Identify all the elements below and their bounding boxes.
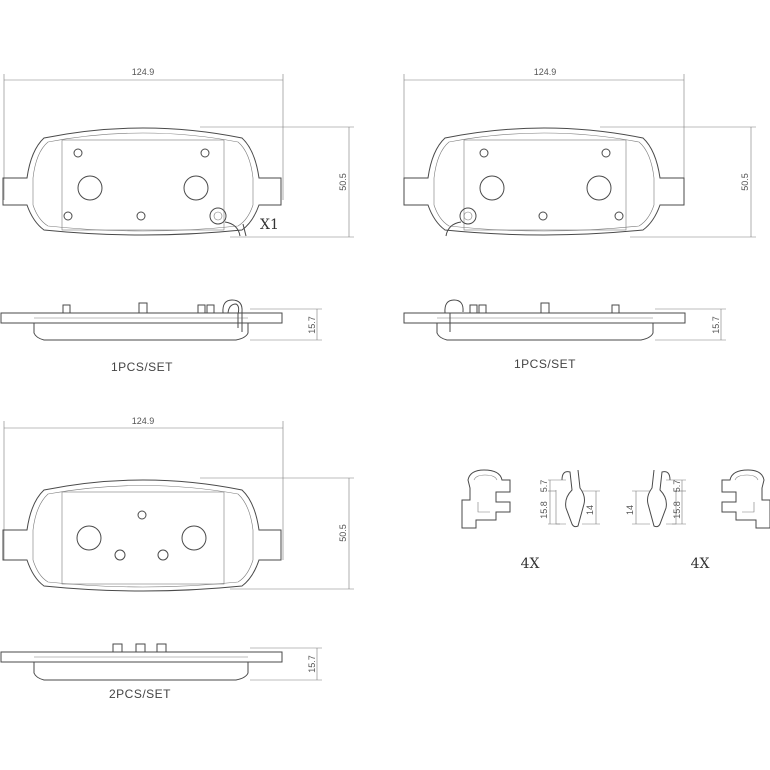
pad-bottom-side-view: 15.7 2PCS/SET [0,643,322,701]
clip-quantity: 4X [521,556,540,572]
width-dimension: 124.9 [132,416,155,426]
anti-rattle-clip-front [721,469,770,529]
anti-rattle-clip-side [647,469,671,528]
pad-top-left-front-view: 124.9 50.5 X1 [2,67,354,238]
quantity-label: 2PCS/SET [109,687,171,701]
height-dimension: 50.5 [338,524,348,542]
pad-top-right-front-view: 124.9 50.5 [403,67,756,238]
width-dimension: 124.9 [534,67,557,77]
quantity-label: 1PCS/SET [111,360,173,374]
wear-sensor-marker: X1 [260,217,279,233]
pad-top-left-side-view: 15.7 1PCS/SET [0,299,322,374]
thickness-dimension: 15.7 [307,316,317,334]
dimension-mid: 15.8 [539,501,549,519]
quantity-label: 1PCS/SET [514,357,576,371]
dimension-top: 5.7 [672,480,682,493]
clip-right-group: 14 15.8 5.7 4X [625,469,770,572]
pad-bottom-front-view: 124.9 50.5 [2,416,354,592]
clip-left-group: 5.7 15.8 14 4X [461,469,600,572]
thickness-dimension: 15.7 [307,655,317,673]
anti-rattle-clip-front [461,469,511,529]
clip-quantity: 4X [691,556,710,572]
dimension-inner: 14 [585,505,595,515]
height-dimension: 50.5 [338,173,348,191]
width-dimension: 124.9 [132,67,155,77]
height-dimension: 50.5 [740,173,750,191]
dimension-top: 5.7 [539,480,549,493]
dimension-inner: 14 [625,505,635,515]
anti-rattle-clip-side [561,469,585,528]
thickness-dimension: 15.7 [711,316,721,334]
dimension-mid: 15.8 [672,501,682,519]
pad-top-right-side-view: 15.7 1PCS/SET [403,299,726,371]
